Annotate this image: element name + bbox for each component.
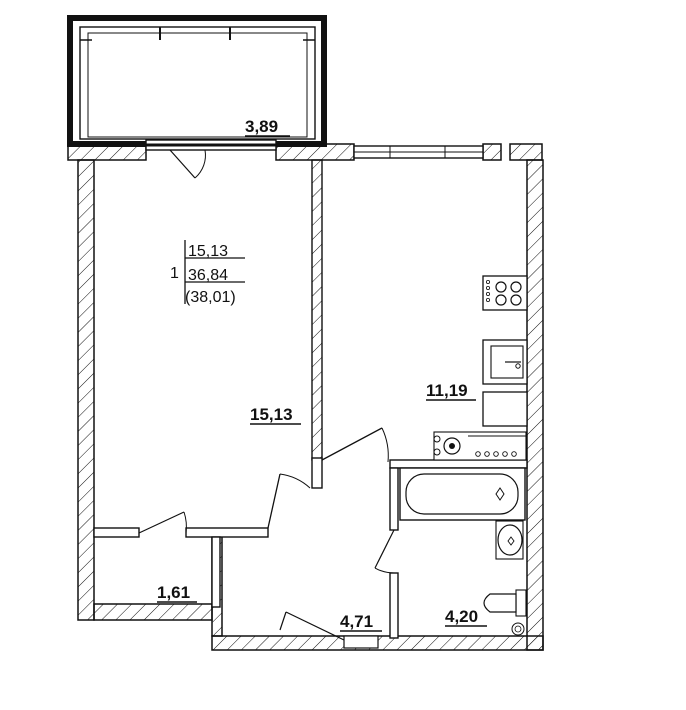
hall-area-label: 4,71 — [340, 612, 373, 631]
bathtub-icon — [399, 467, 526, 521]
total-with-balcony-value: (38,01) — [185, 289, 236, 306]
living-area-value: 15,13 — [188, 243, 228, 260]
kitchen-equipment — [433, 275, 528, 461]
toilet-icon — [483, 589, 527, 636]
partitions — [93, 159, 528, 649]
bathroom-area-label: 4,20 — [445, 607, 478, 626]
rooms-count: 1 — [170, 265, 179, 282]
sink-icon — [482, 339, 528, 385]
stove-icon — [482, 275, 528, 311]
room-labels: 3,89 15,13 11,19 1,61 4,71 4,20 — [157, 117, 487, 632]
kitchen-area-label: 11,19 — [426, 381, 468, 400]
exterior-walls — [67, 143, 544, 651]
balcony — [67, 15, 327, 147]
bathroom-fixtures — [399, 467, 527, 636]
washbasin-icon — [495, 520, 524, 560]
doors — [138, 149, 395, 641]
total-area-value: 36,84 — [188, 267, 228, 284]
balcony-area-label: 3,89 — [245, 117, 278, 136]
fridge-icon — [482, 391, 528, 427]
windows — [145, 139, 484, 159]
summary-box: 1 15,13 36,84 (38,01) — [170, 240, 245, 306]
bedroom-area-label: 15,13 — [250, 405, 293, 424]
boiler-icon — [433, 431, 527, 461]
wardrobe-area-label: 1,61 — [157, 583, 190, 602]
